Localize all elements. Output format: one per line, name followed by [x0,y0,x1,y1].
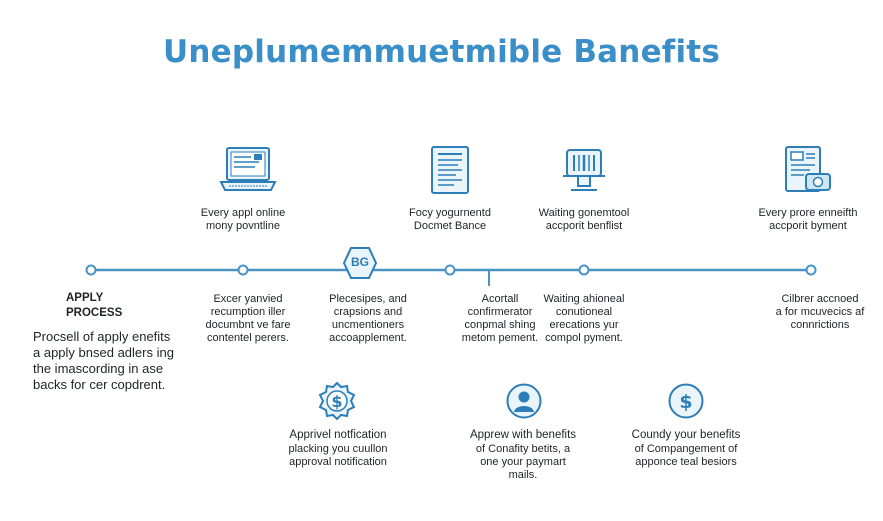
bottom-item-2: Apprew with benefits of Conafity betits,… [453,429,593,482]
below-label-1-line: recumption iller [210,306,286,318]
below-label-4: Waiting ahioneal conutioneal erecations … [524,293,644,345]
bottom-item-1-heading: Apprivel notfication [289,429,387,441]
top-label-2: Focy yogurnentd Docmet Bance [385,207,515,233]
below-label-3-line: metom pement. [461,332,539,344]
below-label-1-line: contentel perers. [207,332,289,344]
top-label-2-line1: Focy yogurnentd [409,207,491,219]
apply-line-4: backs for cer copdrent. [33,377,166,392]
apply-heading-line1: APPLY [66,292,104,304]
person-icon [506,383,542,419]
below-label-5: Cilbrer accnoed a for mcuvecics af connr… [760,293,880,332]
below-label-3: Acortall confirmerator conpmal shing met… [440,293,560,345]
apply-line-1: Procsell of apply enefits [33,329,171,344]
below-label-5-line: Cilbrer accnoed [781,293,859,305]
top-label-4-line2: accporit byment [769,220,847,232]
top-label-2-line2: Docmet Bance [413,220,487,232]
timeline-node-apply [85,264,97,276]
bottom-item-2-line: mails. [508,469,538,481]
timeline-node-4 [805,264,817,276]
bottom-item-3-line: of Compangement of [634,443,738,455]
top-label-4: Every prore enneifth accporit byment [738,207,878,233]
dollar-circle-icon: $ [668,383,704,419]
below-label-5-line: connrictions [790,319,850,331]
bottom-item-3-line: apponce teal besiors [635,456,737,468]
bottom-item-1: Apprivel notfication placking you cuullo… [268,429,408,469]
bottom-item-2-line: of Conafity betits, a [475,443,571,455]
document-icon [431,146,469,194]
below-label-3-line: confirmerator [467,306,533,318]
bottom-item-1-line: approval notification [289,456,387,468]
below-label-3-line: Acortall [481,293,519,305]
svg-text:$: $ [331,392,342,411]
page-title: Uneplumemmuetmible Banefits [163,34,720,70]
svg-text:$: $ [679,391,692,413]
below-label-2-line: uncmentioners [331,319,405,331]
bottom-item-2-heading: Apprew with benefits [469,429,577,441]
apply-line-2: a apply bnsed adlers ing [33,345,174,360]
top-label-3-line2: accporit benflist [545,220,623,232]
scanner-icon [563,149,605,191]
top-label-1-line1: Every appl online [200,207,286,219]
bottom-item-3: Coundy your benefits of Compangement of … [616,429,756,469]
below-label-1: Excer yanvied recumption iller documbnt … [188,293,308,345]
bottom-item-2-line: one your paymart [480,456,566,468]
bottom-item-1-line: placking you cuullon [288,443,388,455]
below-label-1-line: documbnt ve fare [205,319,291,331]
dollar-gear-icon: $ [318,381,356,421]
top-label-1: Every appl online mony povntline [178,207,308,233]
below-label-3-line: conpmal shing [464,319,536,331]
below-label-1-line: Excer yanvied [213,293,283,305]
bottom-item-3-heading: Coundy your benefits [631,429,741,441]
below-label-4-line: Waiting ahioneal [543,293,625,305]
top-label-3-line1: Waiting gonemtool [538,207,630,219]
top-label-4-line1: Every prore enneifth [758,207,858,219]
timeline-node-1 [237,264,249,276]
top-label-3: Waiting gonemtool accporit benflist [519,207,649,233]
top-label-1-line2: mony povntline [206,220,280,232]
below-label-2-line: crapsions and [333,306,403,318]
below-label-4-line: compol pyment. [545,332,623,344]
apply-heading: APPLY PROCESS [66,291,122,321]
laptop-icon [219,147,277,191]
receipt-icon [785,146,831,192]
timeline-node-3 [578,264,590,276]
timeline-node-2 [444,264,456,276]
below-label-2-line: accoapplement. [329,332,407,344]
below-label-5-line: a for mcuvecics af [775,306,865,318]
badge-icon [342,247,378,279]
below-label-4-line: erecations yur [549,319,619,331]
apply-heading-line2: PROCESS [66,307,123,319]
below-label-2: Plecesipes, and crapsions and uncmention… [308,293,428,345]
apply-line-3: the imascording in ase [33,361,164,376]
apply-description: Procsell of apply enefits a apply bnsed … [33,329,174,393]
badge-label: BG [351,255,369,269]
below-label-2-line: Plecesipes, and [329,293,407,305]
below-label-4-line: conutioneal [555,306,613,318]
